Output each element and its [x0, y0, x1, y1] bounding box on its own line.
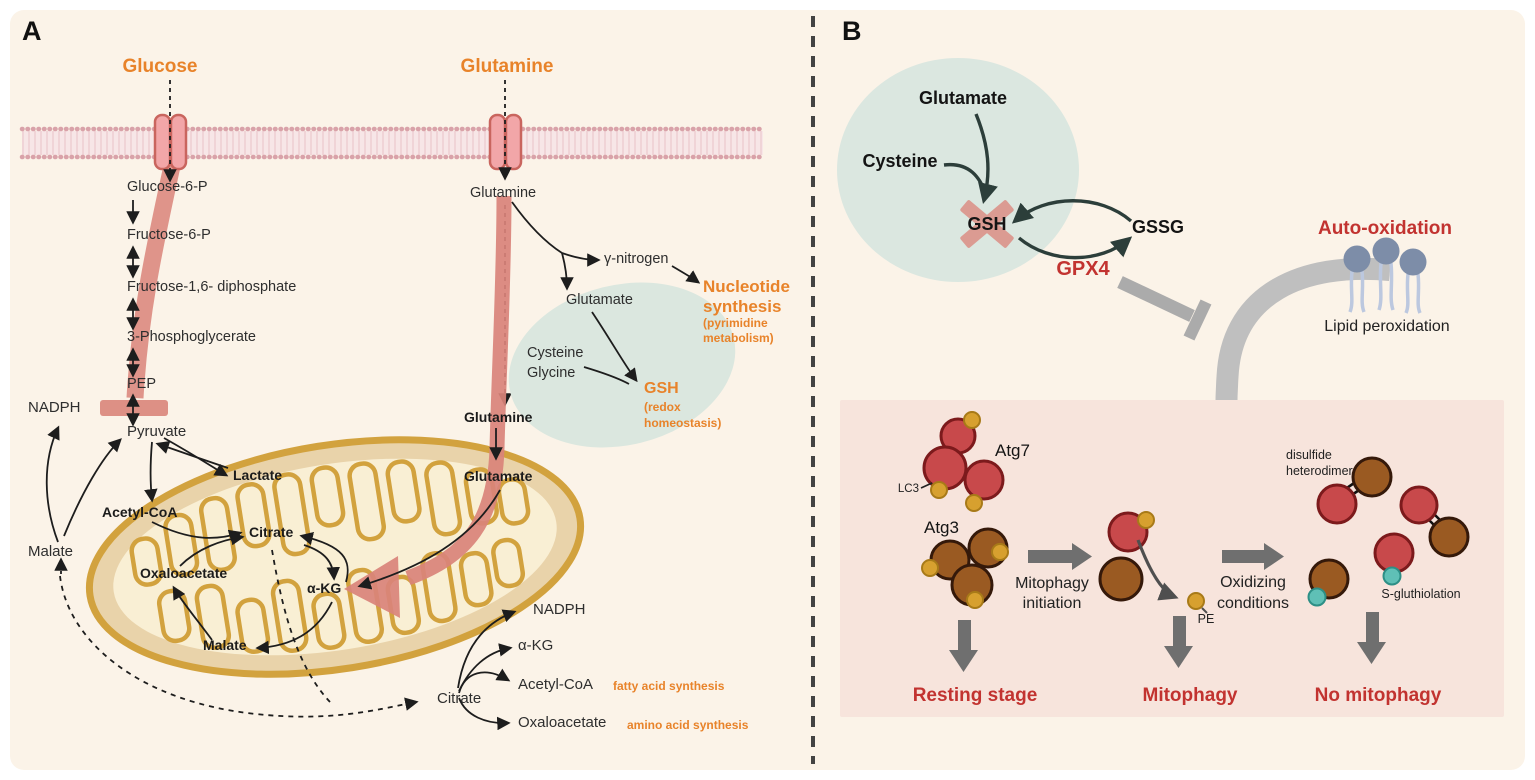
mitophagy-initiation-l1: Mitophagy: [1015, 575, 1089, 592]
panel-a-dashed-arrows: [54, 549, 419, 718]
oxidizing-conditions-l2: conditions: [1217, 595, 1289, 612]
panel-b-label: B: [842, 16, 862, 46]
lc3-pointer-line: [920, 482, 933, 489]
atg-conjugation-icon: [1098, 511, 1208, 614]
glycolysis-inhibition-bar: [100, 400, 168, 416]
resting-stage-arrow: [949, 620, 978, 672]
gsh-b-label: GSH: [967, 214, 1006, 234]
fan-acetyl-coa-label: Acetyl-CoA: [518, 676, 593, 693]
auto-oxidation-label: Auto-oxidation: [1318, 218, 1452, 239]
metabolite-3-phosphoglycerate: 3-Phosphoglycerate: [127, 329, 256, 345]
mitophagy-initiation-arrow: [1028, 543, 1092, 570]
lipid-icon: [1343, 237, 1427, 314]
nucleotide-synthesis-l1: Nucleotide: [703, 277, 790, 296]
fan-oxaloacetate-label: Oxaloacetate: [518, 714, 606, 731]
fatty-acid-synthesis-label: fatty acid synthesis: [613, 679, 725, 693]
no-mitophagy-arrow: [1357, 612, 1386, 664]
glutamine-below-membrane-label: Glutamine: [470, 185, 536, 201]
metabolite-fructose-16-dp: Fructose-1,6- diphosphate: [127, 279, 296, 295]
malate-cytosol-label: Malate: [28, 543, 73, 560]
atg7-complex-icon: [922, 411, 1005, 512]
lipid-peroxidation-label: Lipid peroxidation: [1324, 318, 1449, 335]
gpx4-label: GPX4: [1056, 258, 1110, 280]
glutamate-b-label: Glutamate: [919, 88, 1007, 108]
metabolite-pep: PEP: [127, 376, 156, 392]
gsh-synthesis-region: [508, 282, 736, 448]
gsh-sub2: homeostasis): [644, 416, 721, 430]
amino-acid-synthesis-label: amino acid synthesis: [627, 718, 749, 732]
mitophagy-outcome-arrow: [1164, 616, 1193, 668]
nucleotide-sub1: (pyrimidine: [703, 316, 768, 330]
no-mitophagy-label: No mitophagy: [1315, 685, 1442, 706]
cell-region: [837, 58, 1079, 282]
metabolite-glucose-6-p: Glucose-6-P: [127, 179, 208, 195]
mitophagy-panel-box: [840, 400, 1504, 717]
plasma-membrane: [19, 126, 766, 160]
s-gluthiolation-icon: [1307, 532, 1415, 607]
mitochondrion: [85, 436, 585, 678]
panel-a-label: A: [22, 16, 42, 46]
panel-a-arrows: [45, 201, 701, 731]
mito-acetyl-coa-label: Acetyl-CoA: [102, 504, 177, 520]
cysteine-b-label: Cysteine: [862, 151, 937, 171]
glucose-transporter-icon: [153, 113, 188, 171]
fan-alpha-kg-label: α-KG: [518, 637, 553, 654]
mitophagy-initiation-l2: initiation: [1023, 595, 1082, 612]
oxidizing-conditions-l1: Oxidizing: [1220, 574, 1286, 591]
lc3-label: LC3: [898, 483, 919, 495]
atg3-label: Atg3: [924, 518, 959, 537]
gpx4-inhibition-bar: [1117, 276, 1212, 341]
glycine-label: Glycine: [527, 365, 575, 381]
nucleotide-synthesis-l2: synthesis: [703, 297, 781, 316]
gsh-sub1: (redox: [644, 400, 681, 414]
gsh-label: GSH: [644, 380, 679, 397]
metabolite-fructose-6-p: Fructose-6-P: [127, 227, 211, 243]
oxidizing-conditions-arrow: [1222, 543, 1284, 570]
glutamine-title: Glutamine: [461, 56, 554, 77]
resting-stage-label: Resting stage: [913, 685, 1038, 706]
atg3-complex-icon: [921, 527, 1009, 609]
gsh-blocked-x-icon: [960, 200, 1014, 248]
cysteine-label: Cysteine: [527, 345, 583, 361]
glutamine-transporter-icon: [488, 113, 523, 171]
glutamate-cytosol-label: Glutamate: [566, 292, 633, 308]
mito-glutamate-label: Glutamate: [464, 468, 533, 484]
mito-lactate-label: Lactate: [233, 467, 282, 483]
atg7-label: Atg7: [995, 441, 1030, 460]
pe-label: PE: [1198, 612, 1215, 626]
disulfide-l2: heterodimer: [1286, 464, 1353, 478]
mito-malate-label: Malate: [203, 637, 247, 653]
mito-alpha-kg-label: α-KG: [307, 580, 341, 596]
nadph-left-label: NADPH: [28, 399, 81, 416]
metabolite-pyruvate: Pyruvate: [127, 423, 186, 440]
mito-glutamine-label: Glutamine: [464, 409, 533, 425]
gsh-arrows: [943, 113, 1133, 260]
disulfide-heterodimer-icon: [1316, 456, 1470, 558]
glucose-title: Glucose: [123, 56, 198, 77]
gssg-label: GSSG: [1132, 217, 1184, 237]
gamma-nitrogen-label: γ-nitrogen: [604, 251, 668, 267]
s-gluthiolation-label: S-gluthiolation: [1381, 587, 1460, 601]
mito-oxaloacetate-label: Oxaloacetate: [140, 565, 227, 581]
nucleotide-sub2: metabolism): [703, 331, 774, 345]
fan-nadph-label: NADPH: [533, 601, 586, 618]
disulfide-l1: disulfide: [1286, 448, 1332, 462]
mito-citrate-label: Citrate: [249, 524, 294, 540]
fan-citrate-label: Citrate: [437, 690, 481, 707]
mitophagy-label: Mitophagy: [1143, 685, 1238, 706]
